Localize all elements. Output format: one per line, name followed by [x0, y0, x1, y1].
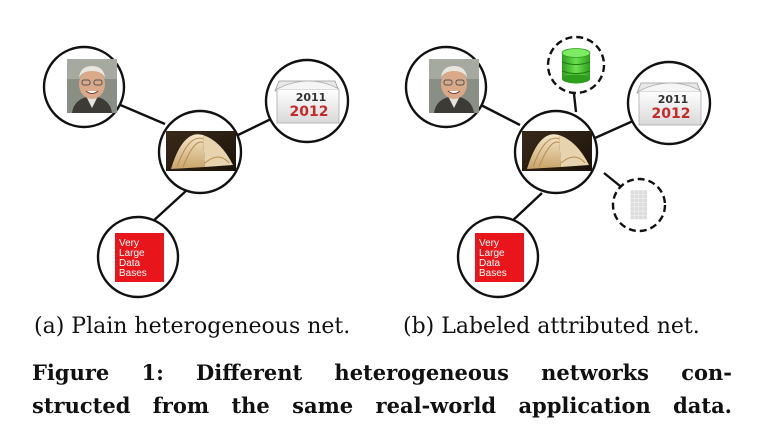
edge-venue-paper: [150, 189, 188, 224]
label-node: [546, 35, 606, 95]
calendar-year-top: 2011: [296, 91, 327, 104]
venue-label-line1: Very: [119, 238, 139, 249]
calendar-year-top: 2011: [658, 93, 689, 106]
subcaption-b: (b) Labeled attributed net.: [403, 314, 700, 339]
edge-venue-paper: [509, 192, 543, 224]
person-photo-icon: [66, 58, 118, 114]
venue-label-line1: Very: [479, 238, 499, 249]
vldb-logo-icon: Very Large Data Bases: [475, 233, 524, 282]
venue-label-line3: Data: [479, 258, 501, 269]
edge-author-paper: [117, 102, 166, 126]
paper-node: [157, 109, 243, 195]
panel-a: 2011 2012 Very Large Data Bases: [42, 45, 350, 299]
attribute-node: [611, 177, 667, 233]
feature-matrix-icon: [630, 190, 647, 220]
venue-label-line2: Large: [119, 248, 145, 259]
venue-label-line4: Bases: [119, 268, 147, 279]
calendar-year-bottom: 2012: [290, 104, 329, 120]
venue-label-line3: Data: [119, 258, 141, 269]
open-book-icon: [521, 130, 593, 172]
year-node: 2011 2012: [626, 60, 712, 146]
subcaption-a: (a) Plain heterogeneous net.: [34, 314, 351, 339]
venue-node: Very Large Data Bases: [456, 215, 540, 299]
person-photo-icon: [428, 58, 480, 114]
open-book-icon: [165, 130, 237, 172]
paper-node: [513, 109, 599, 195]
calendar-icon: 2011 2012: [636, 82, 702, 126]
figure-caption: Figure 1: Different heterogeneous networ…: [32, 356, 732, 422]
author-node: [42, 45, 126, 129]
figure-caption-line2: structed from the same real-world applic…: [32, 393, 732, 418]
panel-b: 2011 2012 Very Large Data Bases: [404, 35, 712, 299]
venue-label-line4: Bases: [479, 268, 507, 279]
author-node: [404, 45, 488, 129]
vldb-logo-icon: Very Large Data Bases: [115, 233, 164, 282]
calendar-icon: 2011 2012: [274, 80, 340, 124]
calendar-year-bottom: 2012: [652, 106, 691, 122]
year-node: 2011 2012: [264, 58, 350, 144]
edge-label-paper: [572, 93, 578, 113]
edge-year-paper: [594, 119, 634, 140]
edge-author-paper: [478, 102, 521, 127]
venue-label-line2: Large: [479, 248, 505, 259]
database-icon: [561, 48, 591, 84]
network-figure: 2011 2012 Very Large Data Bases: [42, 35, 712, 299]
edge-year-paper: [237, 117, 272, 137]
venue-node: Very Large Data Bases: [96, 215, 180, 299]
figure-caption-line1: Figure 1: Different heterogeneous networ…: [32, 360, 732, 385]
